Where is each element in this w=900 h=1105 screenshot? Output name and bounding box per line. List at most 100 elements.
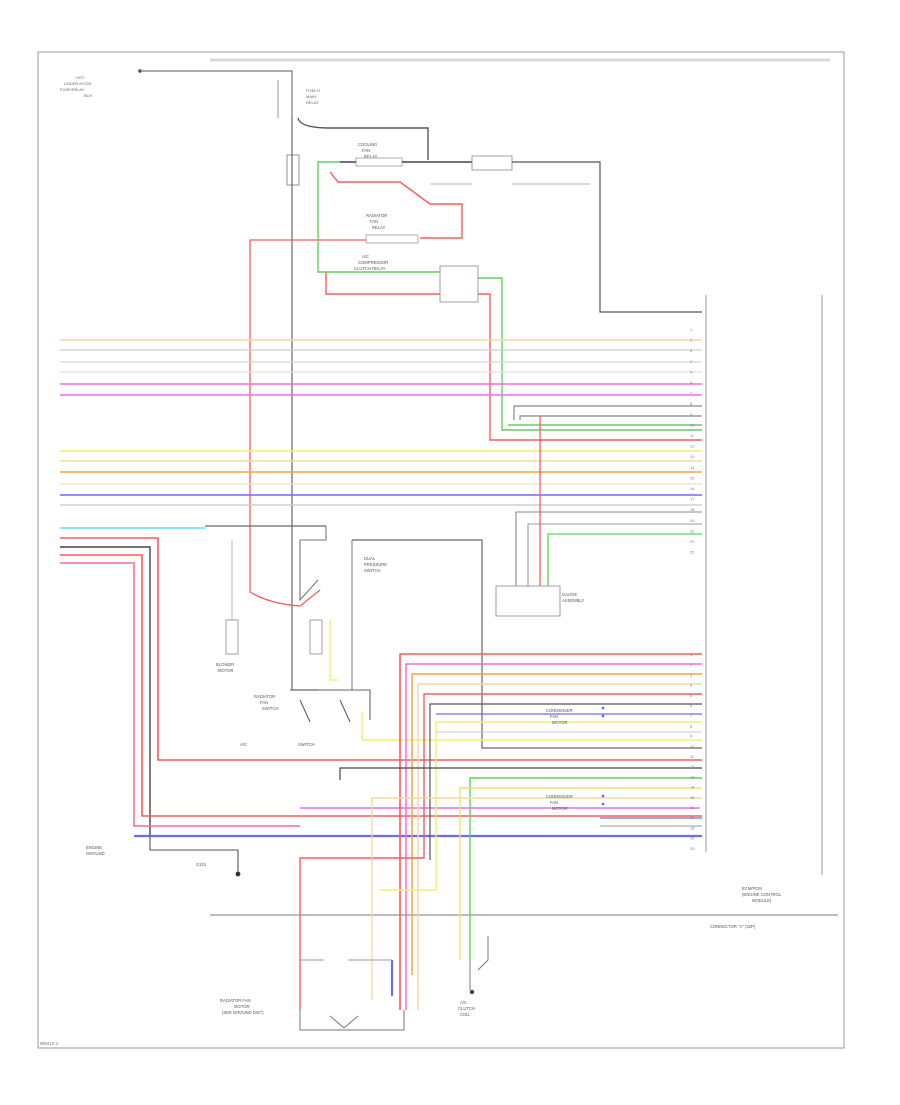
- bottom-right-label-3: COIL: [460, 1012, 470, 1017]
- pin-number: 8: [690, 401, 693, 406]
- pin-number: 14: [690, 465, 695, 470]
- pin-number: 15: [690, 475, 695, 480]
- control-label-1: A/C: [240, 742, 247, 747]
- pin-number: 20: [690, 528, 695, 533]
- pin-number: 1: [690, 327, 693, 332]
- ground-symbol-icon: [235, 871, 241, 877]
- pin-number: 4: [690, 359, 693, 364]
- pin-number: 12: [690, 444, 695, 449]
- fuse-block: [471, 155, 513, 171]
- side-block-lower-label-2: FAN: [550, 800, 558, 805]
- left-harness: [60, 525, 702, 838]
- bottom-right-label-1: A/C: [460, 1000, 467, 1005]
- pin-number: 3: [690, 348, 693, 353]
- thermo-label-3: SWITCH: [262, 706, 279, 711]
- pin-number: 8: [690, 723, 693, 728]
- pin-number: 17: [690, 815, 695, 820]
- pin-number: 11: [690, 433, 695, 438]
- main-relay-label-1: PGM-FI: [306, 88, 320, 93]
- pin-number: 12: [690, 764, 695, 769]
- fuse-box-label-4: BOX: [84, 93, 93, 98]
- relay-c: A/C COMPRESSOR CLUTCH RELAY: [354, 254, 479, 303]
- side-block-upper: CONDENSER FAN MOTOR: [546, 706, 605, 725]
- pin-number: 3: [690, 672, 693, 677]
- relay-b-label-1: RADIATOR: [366, 213, 387, 218]
- pin-number: 15: [690, 795, 695, 800]
- thermo-label-1: RADIATOR: [254, 694, 275, 699]
- pin-number: 6: [690, 703, 693, 708]
- diagram-frame: [37, 51, 845, 1049]
- blower-label-1: BLOWER: [216, 662, 234, 667]
- pin-number: 18: [690, 507, 695, 512]
- pin-number: 14: [690, 785, 695, 790]
- relay-c-label-3: CLUTCH RELAY: [354, 266, 386, 271]
- relay-a-label-2: FAN: [362, 148, 370, 153]
- ecm-label-1: ECM/PCM: [742, 886, 762, 891]
- bottom-device-label-1: RADIATOR FAN: [220, 998, 251, 1003]
- relay-a-label-1: COOLING: [358, 142, 377, 147]
- pin-number: 2: [690, 662, 693, 667]
- bottom-device: RADIATOR FAN MOTOR (SEE GROUND DIST): [220, 959, 405, 1031]
- pin-number: 9: [690, 412, 693, 417]
- upper-harness: [60, 339, 702, 426]
- ecm-block: ECM/PCM (ENGINE CONTROL MODULE) CONNECTO…: [705, 295, 823, 929]
- pin-number: 16: [690, 486, 695, 491]
- pin-number: 10: [690, 744, 695, 749]
- pin-number: 19: [690, 836, 695, 841]
- bottom-right-label-2: CLUTCH: [458, 1006, 475, 1011]
- footer-id: W0412-1: [40, 1041, 59, 1046]
- pin-number: 17: [690, 497, 695, 502]
- gauge-label-1: GAUGE: [562, 592, 577, 597]
- pin-number: 7: [690, 713, 693, 718]
- pin-number: 1: [690, 652, 693, 657]
- main-relay: PGM-FI MAIN RELAY: [286, 88, 320, 186]
- side-block-lower: CONDENSER FAN MOTOR: [546, 794, 605, 811]
- blower-motor: BLOWER MOTOR: [216, 540, 239, 673]
- pin-number: 19: [690, 518, 695, 523]
- relay-b: RADIATOR FAN RELAY: [365, 213, 419, 244]
- pin-number: 20: [690, 846, 695, 851]
- side-block-lower-label-1: CONDENSER: [546, 794, 573, 799]
- blower-label-2: MOTOR: [218, 668, 234, 673]
- left-ground-label-1: ENGINE: [86, 845, 102, 850]
- dual-pressure-label-3: SWITCH: [364, 568, 381, 573]
- gauge-label-2: ASSEMBLY: [562, 598, 584, 603]
- fuse-box: HOT UNDER-HOOD FUSE/RELAY BOX: [60, 69, 142, 98]
- bottom-right-device: A/C CLUTCH COIL: [458, 936, 489, 1017]
- fuse-box-label-2: UNDER-HOOD: [64, 81, 92, 86]
- fuse-box-label-1: HOT: [76, 75, 85, 80]
- pin-number: 5: [690, 369, 693, 374]
- pin-number: 6: [690, 380, 693, 385]
- pin-number: 4: [690, 683, 693, 688]
- left-ground: ENGINE GROUND G101: [86, 836, 241, 877]
- clutch-ground-icon: [469, 989, 475, 995]
- side-block-lower-label-3: MOTOR: [552, 806, 568, 811]
- side-block-upper-label-3: MOTOR: [552, 720, 568, 725]
- pin-number: 21: [690, 539, 695, 544]
- pin-number: 7: [690, 391, 693, 396]
- main-relay-label-3: RELAY: [306, 100, 319, 105]
- relay-a-label-3: RELAY: [364, 154, 378, 159]
- ground-left-id: G101: [196, 862, 207, 867]
- dual-pressure-label-2: PRESSURE: [364, 562, 387, 567]
- pin-number: 18: [690, 825, 695, 830]
- fuse-box-label-3: FUSE/RELAY: [60, 87, 85, 92]
- relay-b-label-2: FAN: [370, 219, 378, 224]
- bottom-device-label-3: (SEE GROUND DIST): [222, 1010, 264, 1015]
- thermo-switch: RADIATOR FAN SWITCH: [254, 619, 338, 711]
- pin-number: 13: [690, 454, 695, 459]
- relay-a: COOLING FAN RELAY: [355, 142, 403, 167]
- ecm-connector-label: CONNECTOR "A" (32P): [710, 924, 756, 929]
- main-relay-label-2: MAIN: [306, 94, 316, 99]
- left-ground-label-2: GROUND: [86, 851, 105, 856]
- pin-number: 13: [690, 774, 695, 779]
- ecm-label-2: (ENGINE CONTROL: [742, 892, 782, 897]
- pin-number: 5: [690, 693, 693, 698]
- gauge-module: GAUGE ASSEMBLY: [495, 585, 584, 617]
- dual-pressure-label-1: DUAL: [364, 556, 376, 561]
- ecm-label-3: MODULE): [752, 898, 772, 903]
- dual-pressure-switch: DUAL PRESSURE SWITCH: [249, 526, 702, 749]
